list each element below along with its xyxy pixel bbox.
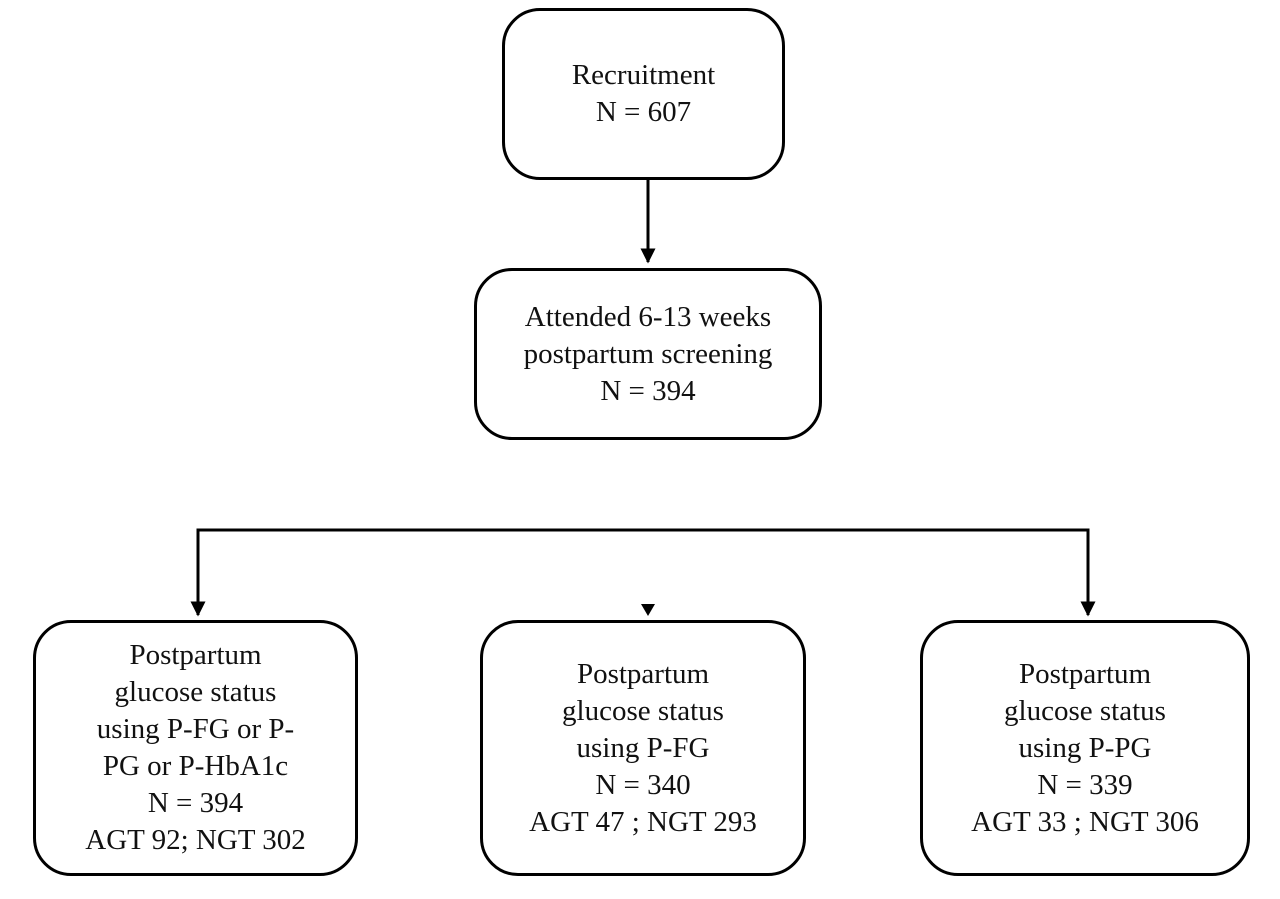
right-branch-line-2: glucose status [1004,694,1166,727]
recruitment-box: Recruitment N = 607 [502,8,785,180]
middle-branch-box: Postpartum glucose status using P-FG N =… [480,620,806,876]
attended-screening-box: Attended 6-13 weeks postpartum screening… [474,268,822,440]
left-branch-line-1: Postpartum [129,639,262,671]
branch-horizontal-connector [196,528,1090,612]
right-branch-line-3: using P-PG [1018,731,1152,764]
attended-count: N = 394 [600,374,696,407]
right-branch-line-1: Postpartum [1018,657,1152,690]
middle-branch-line-1: Postpartum [576,657,710,690]
middle-branch-line-3: using P-FG [576,731,710,764]
left-branch-line-2: glucose status [114,676,277,708]
recruitment-title: Recruitment [571,59,716,91]
left-branch-agt-ngt: AGT 92; NGT 302 [85,824,306,856]
attended-line-1: Attended 6-13 weeks [524,300,772,333]
arrow-to-middle-branch [641,604,655,616]
recruitment-count: N = 607 [595,96,692,128]
middle-branch-line-2: glucose status [562,694,724,727]
left-branch-box: Postpartum glucose status using P-FG or … [33,620,358,876]
left-branch-count: N = 394 [147,787,244,819]
right-branch-count: N = 339 [1037,768,1133,801]
right-branch-box: Postpartum glucose status using P-PG N =… [920,620,1250,876]
left-branch-line-3: using P-FG or P- [96,713,295,745]
right-branch-agt-ngt: AGT 33 ; NGT 306 [971,805,1199,838]
middle-branch-count: N = 340 [595,768,691,801]
attended-line-2: postpartum screening [523,337,773,370]
middle-branch-agt-ngt: AGT 47 ; NGT 293 [529,805,757,838]
left-branch-line-4: PG or P-HbA1c [102,750,289,782]
